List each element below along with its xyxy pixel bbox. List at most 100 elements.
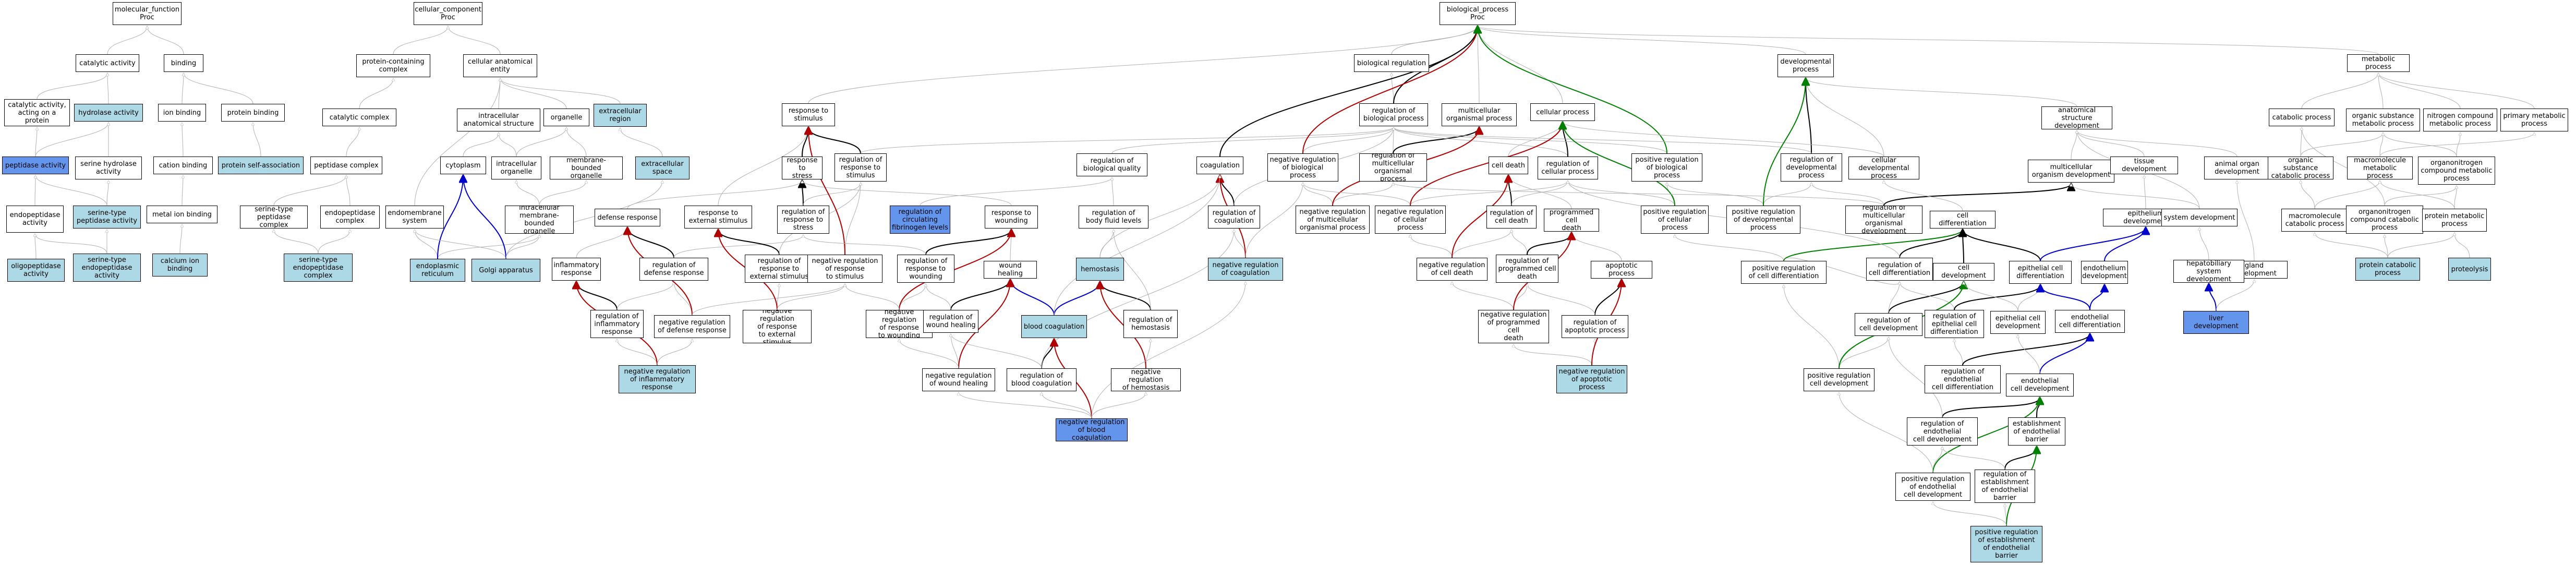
go-term-primmet[interactable]: primary metabolic process [2500,109,2568,131]
go-term-endopepcx[interactable]: endopeptidase complex [320,206,380,229]
go-term-woundheal[interactable]: wound healing [984,261,1037,279]
go-term-defresp[interactable]: defense response [595,209,660,226]
go-term-serpep[interactable]: serine-type peptidase activity [73,206,141,229]
go-term-bloodcoag[interactable]: blood coagulation [1021,315,1087,338]
go-term-celldiff[interactable]: cell differentiation [1930,211,1996,229]
go-term-negregmulti[interactable]: negative regulation of multicellular org… [1296,206,1370,234]
go-term-catactprot[interactable]: catalytic activity, acting on a protein [4,99,70,126]
go-term-catabproc[interactable]: catabolic process [2269,109,2335,126]
go-term-calcium[interactable]: calcium ion binding [152,254,208,277]
go-term-protselfassoc[interactable]: protein self-association [218,157,304,174]
go-term-regprogcd[interactable]: regulation of programmed cell death [1496,255,1558,283]
go-term-negregdefresp[interactable]: negative regulation of defense response [654,315,730,338]
go-term-negregrespwound[interactable]: negative regulation of response to wound… [866,310,933,338]
go-term-regendodiff[interactable]: regulation of endothelial cell different… [1925,365,2001,393]
go-term-regdev[interactable]: regulation of developmental process [1781,153,1842,182]
go-term-negregrespstim[interactable]: negative regulation of response to stimu… [807,255,882,283]
go-term-hepatobil[interactable]: hepatobiliary system development [2173,260,2244,283]
go-term-posregdev[interactable]: positive regulation of developmental pro… [1726,206,1800,234]
go-term-regbioqual[interactable]: regulation of biological quality [1077,153,1147,176]
go-term-celldev[interactable]: cell development [1933,263,1994,281]
go-term-organelle[interactable]: organelle [543,109,589,126]
go-term-respstress[interactable]: response to stress [782,157,823,179]
go-term-ionbind[interactable]: ion binding [158,104,206,122]
go-term-negregcelldeath[interactable]: negative regulation of cell death [1417,258,1487,281]
go-term-multiorgdev[interactable]: multicellular organism development [2028,160,2114,183]
go-term-regmultidev[interactable]: regulation of multicellular organismal d… [1845,206,1922,234]
go-term-protmet[interactable]: protein metabolic process [2422,209,2487,232]
go-term-regendocelldev[interactable]: regulation of endothelial cell developme… [1907,417,1978,446]
go-term-catcx[interactable]: catalytic complex [322,109,396,126]
go-term-regcelldiff[interactable]: regulation of cell differentiation [1866,258,1933,281]
go-term-regwoundheal[interactable]: regulation of wound healing [923,310,978,333]
go-term-macrocat[interactable]: macromolecule catabolic process [2281,209,2348,232]
go-term-intracellorg[interactable]: intracellular organelle [491,157,541,179]
go-term-epicelldev[interactable]: epithelial cell development [1990,311,2046,334]
go-term-negregrespext[interactable]: negative regulation of response to exter… [743,310,812,343]
go-term-protbind[interactable]: protein binding [221,104,285,122]
go-term-estbarrier[interactable]: establishment of endothelial barrier [2008,417,2065,446]
go-term-membbound[interactable]: membrane-bounded organelle [550,157,623,179]
go-term-liverdev[interactable]: liver development [2183,311,2249,334]
go-term-endomemb[interactable]: endomembrane system [385,206,444,229]
go-term-tissuedev[interactable]: tissue development [2110,157,2178,174]
go-term-cationbind[interactable]: cation binding [153,157,213,174]
go-term-orgsubcat[interactable]: organic substance catabolic process [2268,157,2333,179]
go-term-regrespwound[interactable]: regulation of response to wounding [897,255,954,283]
go-term-endodiff[interactable]: endothelial cell differentiation [2055,310,2125,333]
go-term-cellproc[interactable]: cellular process [1530,103,1595,121]
go-term-negregapopt[interactable]: negative regulation of apoptotic process [1556,365,1627,393]
go-term-nitromet[interactable]: nitrogen compound metabolic process [2423,109,2497,131]
go-term-regapopt[interactable]: regulation of apoptotic process [1562,315,1628,338]
go-term-organonitro[interactable]: organonitrogen compound metabolic proces… [2418,157,2495,185]
go-term-mf[interactable]: molecular_function Proc [113,2,182,25]
go-term-regrespstress[interactable]: regulation of response to stress [777,206,829,234]
go-term-reginfl[interactable]: regulation of inflammatory response [590,310,644,338]
go-term-coag[interactable]: coagulation [1196,157,1243,174]
go-term-multiorg[interactable]: multicellular organismal process [1442,103,1517,126]
go-term-sertypecx[interactable]: serine-type peptidase complex [240,206,308,229]
go-term-hydrolase[interactable]: hydrolase activity [74,104,143,122]
go-term-cytoplasm[interactable]: cytoplasm [440,157,486,174]
go-term-sysdev[interactable]: system development [2161,209,2238,226]
go-term-negreginfl[interactable]: negative regulation of inflammatory resp… [619,365,696,393]
go-term-intracellanat[interactable]: intracellular anatomical structure [457,109,540,131]
go-term-respext[interactable]: response to external stimulus [684,206,752,229]
go-term-celldeath[interactable]: cell death [1489,157,1528,174]
go-term-protcontcx[interactable]: protein-containing complex [356,54,430,77]
go-term-epidiff[interactable]: epithelial cell differentiation [2009,261,2072,284]
go-term-peptidasecx[interactable]: peptidase complex [310,157,382,174]
go-term-regbio[interactable]: regulation of biological process [1359,103,1428,126]
go-term-progcelldeath[interactable]: programmed cell death [1544,209,1599,232]
go-term-regestbarrier[interactable]: regulation of establishment of endotheli… [1975,470,2035,503]
go-term-regdefresp[interactable]: regulation of defense response [639,258,708,281]
go-term-endodev[interactable]: endothelium development [2081,261,2128,284]
go-term-bp[interactable]: biological_process Proc [1440,2,1516,25]
go-term-regbloodcoag[interactable]: regulation of blood coagulation [1007,368,1077,391]
go-term-posregest[interactable]: positive regulation of establishment of … [1970,526,2042,562]
go-term-metalbind[interactable]: metal ion binding [147,206,217,223]
go-term-regmulti[interactable]: regulation of multicellular organismal p… [1359,153,1427,182]
go-term-oligopep[interactable]: oligopeptidase activity [7,259,65,282]
go-term-serendo[interactable]: serine-type endopeptidase activity [73,254,141,282]
go-term-organocat[interactable]: organonitrogen compound catabolic proces… [2346,206,2423,234]
go-term-apoptotic[interactable]: apoptotic process [1591,261,1652,279]
go-term-protcatab[interactable]: protein catabolic process [2355,258,2420,281]
go-term-extrareg[interactable]: extracellular region [594,104,647,127]
go-term-catact[interactable]: catalytic activity [76,54,139,72]
go-term-er[interactable]: endoplasmic reticulum [410,259,465,282]
go-term-binding[interactable]: binding [164,54,203,72]
go-term-posregendodev[interactable]: positive regulation of endothelial cell … [1895,473,1970,501]
go-term-posregcell[interactable]: positive regulation of cellular process [1641,206,1709,234]
go-term-orgsubmet[interactable]: organic substance metabolic process [2346,109,2420,131]
go-term-posregcelldev[interactable]: positive regulation cell development [1804,368,1874,391]
go-term-metabproc[interactable]: metabolic process [2347,54,2410,72]
go-term-celldevproc[interactable]: cellular developmental process [1848,157,1919,179]
go-term-proteolysis[interactable]: proteolysis [2448,258,2491,281]
go-term-cellanat[interactable]: cellular anatomical entity [463,54,537,77]
go-term-regcelldeath[interactable]: regulation of cell death [1486,206,1537,229]
go-term-endocelldev[interactable]: endothelial cell development [2006,374,2074,396]
go-term-negregbio[interactable]: negative regulation of biological proces… [1267,153,1338,182]
go-term-devproc[interactable]: developmental process [1777,54,1834,77]
go-term-regbodyfluid[interactable]: regulation of body fluid levels [1079,206,1148,229]
